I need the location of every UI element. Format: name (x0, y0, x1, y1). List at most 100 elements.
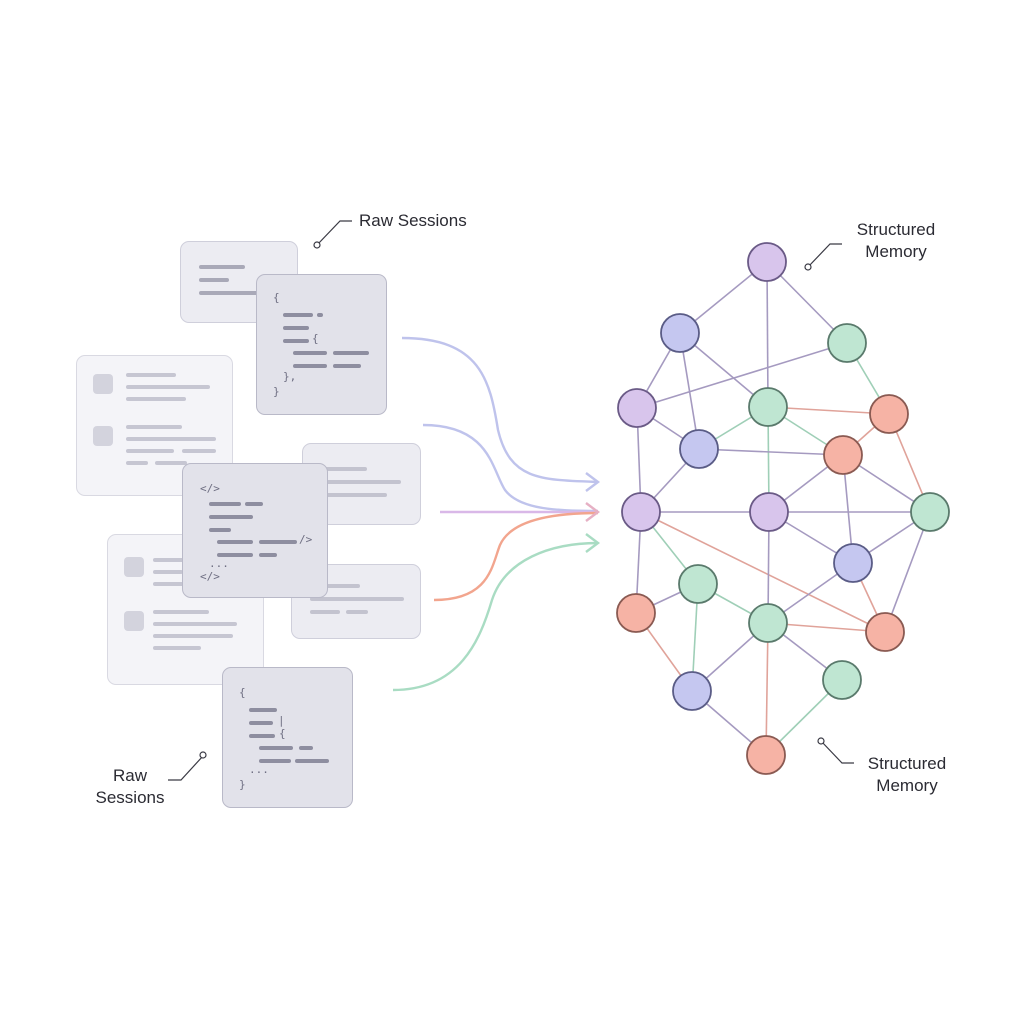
leader-dot-structured-memory-top (804, 263, 812, 271)
flow-arrows (392, 336, 600, 692)
code-nested-brace: { (312, 332, 319, 345)
list-item-icon (124, 557, 144, 577)
memory-node-purple (747, 242, 787, 282)
code-close-brace: } (273, 385, 280, 398)
flow-arrow-blue-1 (401, 336, 599, 484)
code-close-brace-comma: }, (283, 370, 297, 383)
code-open-brace: { (273, 291, 280, 304)
leader-structured-memory-bottom (820, 740, 854, 764)
code-line (283, 339, 309, 343)
label-structured-memory-top: Structured Memory (846, 219, 946, 263)
code-line (259, 553, 277, 557)
list-item-icon (124, 611, 144, 631)
text-line (126, 425, 182, 429)
graph-edge-n5-n6 (767, 406, 890, 415)
text-line (153, 646, 201, 650)
text-line (153, 582, 193, 586)
label-structured-memory-bottom-line2: Memory (876, 776, 938, 795)
code-close-brace: } (239, 778, 246, 791)
code-line (245, 502, 263, 506)
code-tag-open: </> (200, 482, 220, 495)
memory-graph-nodes (616, 242, 950, 775)
code-ellipsis: ... (249, 763, 269, 776)
text-line (126, 449, 174, 453)
session-card-json-2: { | { ... } (222, 667, 353, 808)
graph-edge-n11-n16 (884, 511, 931, 633)
code-tag-self-close: /> (299, 533, 313, 546)
leader-structured-memory-top (807, 243, 842, 268)
code-line (283, 326, 309, 330)
label-leaders (168, 220, 854, 781)
memory-node-purple (621, 492, 661, 532)
memory-node-blue (660, 313, 700, 353)
text-line (346, 610, 368, 614)
leader-raw-sessions-bottom (168, 755, 204, 781)
memory-node-green (748, 603, 788, 643)
label-structured-memory-top-line2: Memory (865, 242, 927, 261)
text-line (199, 291, 259, 295)
text-line (126, 385, 210, 389)
text-line (153, 558, 189, 562)
session-card-json-1: { { }, } (256, 274, 387, 415)
memory-node-purple (749, 492, 789, 532)
code-line (249, 734, 275, 738)
graph-edge-n15-n19 (765, 622, 769, 756)
session-card-xml: </> /> ... </> (182, 463, 328, 598)
code-line (317, 313, 323, 317)
arrowhead-bottom (585, 533, 600, 553)
text-line (126, 373, 176, 377)
label-raw-sessions-top: Raw Sessions (359, 211, 467, 230)
code-open-brace: { (239, 686, 246, 699)
code-line (259, 759, 291, 763)
text-line (199, 265, 245, 269)
list-item-icon (93, 374, 113, 394)
leader-dot-raw-sessions-top (313, 241, 321, 249)
memory-node-green (910, 492, 950, 532)
leader-dot-structured-memory-bottom (817, 737, 825, 745)
code-ellipsis: ... (209, 557, 229, 570)
leader-raw-sessions-top (316, 220, 352, 246)
graph-edge-n3-n4 (636, 342, 848, 409)
memory-node-salmon (869, 394, 909, 434)
code-line (217, 540, 253, 544)
text-line (322, 584, 360, 588)
text-line (153, 622, 237, 626)
code-line (209, 502, 241, 506)
code-nested-brace: { (279, 727, 286, 740)
code-line (283, 313, 313, 317)
text-line (126, 461, 148, 465)
memory-node-salmon (865, 612, 905, 652)
text-line (126, 397, 186, 401)
code-line (209, 528, 231, 532)
text-line (325, 467, 367, 471)
leader-dot-raw-sessions-bottom (199, 751, 207, 759)
text-line (325, 493, 387, 497)
list-item-icon (93, 426, 113, 446)
label-raw-sessions-bottom-line2: Sessions (95, 788, 165, 807)
graph-edge-n1-n5 (766, 261, 769, 408)
memory-node-blue (833, 543, 873, 583)
memory-node-salmon (746, 735, 786, 775)
label-structured-memory-top-line1: Structured (856, 220, 936, 239)
code-line (333, 364, 361, 368)
code-line (217, 553, 253, 557)
code-line (259, 746, 293, 750)
memory-node-purple (617, 388, 657, 428)
code-pipe: | (278, 714, 285, 727)
text-line (325, 480, 401, 484)
flow-arrow-green (392, 541, 599, 692)
text-line (126, 437, 216, 441)
label-raw-sessions-bottom-line1: Raw (112, 766, 147, 785)
flow-arrow-blue-2 (422, 423, 599, 513)
memory-node-blue (679, 429, 719, 469)
code-line (295, 759, 329, 763)
code-line (259, 540, 297, 544)
text-line (155, 461, 187, 465)
code-line (209, 515, 253, 519)
text-line (310, 597, 404, 601)
text-line (182, 449, 216, 453)
memory-node-green (678, 564, 718, 604)
text-line (153, 610, 209, 614)
